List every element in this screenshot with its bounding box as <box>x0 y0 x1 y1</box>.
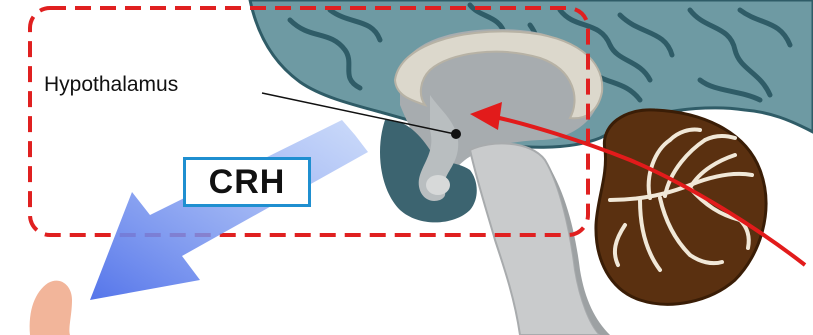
pituitary <box>426 175 450 195</box>
brainstem <box>470 143 600 335</box>
hypothalamus-dot <box>451 129 461 139</box>
crh-arrow <box>90 120 368 300</box>
crh-label-box: CRH <box>183 157 311 207</box>
skin-shape <box>30 281 72 335</box>
cerebellum <box>596 110 766 304</box>
hypothalamus-label: Hypothalamus <box>44 73 178 97</box>
crh-label: CRH <box>209 163 286 202</box>
